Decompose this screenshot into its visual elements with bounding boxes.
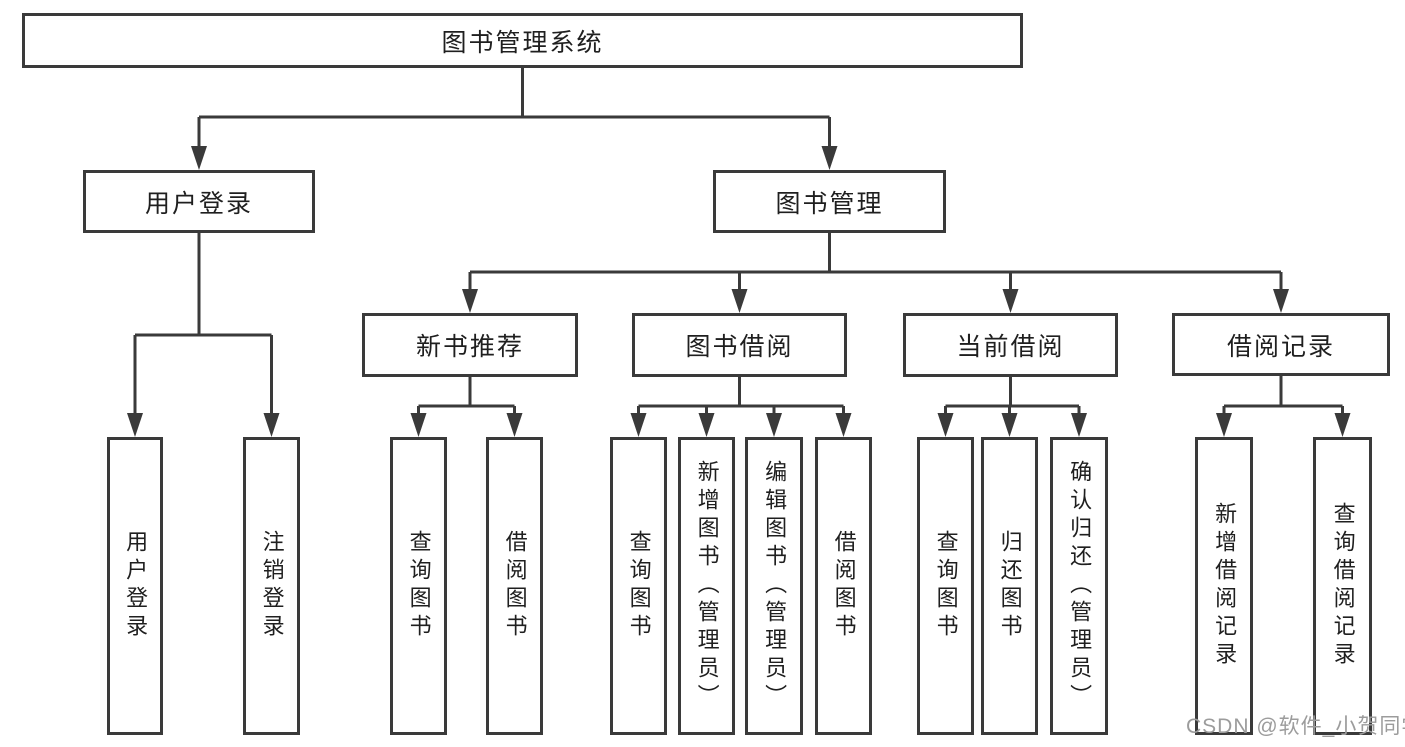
node-label: 图书管理	[775, 189, 884, 218]
node-label: 图书借阅	[685, 333, 794, 361]
node-label: 新书推荐	[415, 333, 524, 361]
node-label: 查询图书	[933, 530, 959, 642]
leaf-borrow-books-recommend: 借阅图书	[486, 437, 543, 735]
node-book-management: 图书管理	[713, 170, 946, 233]
node-label: 确认归还（管理员）	[1067, 460, 1093, 712]
leaf-edit-books-admin: 编辑图书（管理员）	[745, 437, 803, 735]
node-label: 图书管理系统	[441, 28, 604, 57]
node-borrowing-records: 借阅记录	[1172, 313, 1390, 376]
node-label: 查询图书	[626, 530, 652, 642]
node-root-library-management-system: 图书管理系统	[22, 13, 1023, 68]
leaf-query-books-current: 查询图书	[917, 437, 974, 735]
node-label: 借阅记录	[1226, 332, 1335, 361]
leaf-query-books-borrowing: 查询图书	[610, 437, 667, 735]
leaf-confirm-return-admin: 确认归还（管理员）	[1050, 437, 1108, 735]
node-label: 归还图书	[997, 530, 1023, 642]
leaf-borrow-books: 借阅图书	[815, 437, 872, 735]
leaf-return-books: 归还图书	[981, 437, 1038, 735]
node-label: 用户登录	[123, 530, 149, 642]
leaf-logout: 注销登录	[243, 437, 300, 735]
node-label: 查询借阅记录	[1330, 502, 1356, 670]
node-label: 借阅图书	[502, 530, 528, 642]
node-label: 当前借阅	[956, 333, 1065, 361]
leaf-query-books-recommend: 查询图书	[390, 437, 447, 735]
csdn-watermark: CSDN @软件_小贺同学	[1186, 715, 1405, 738]
node-user-login-branch: 用户登录	[83, 170, 315, 233]
arrowheads	[127, 146, 1351, 437]
node-new-book-recommendation: 新书推荐	[362, 313, 578, 377]
node-label: 编辑图书（管理员）	[762, 460, 788, 712]
node-book-borrowing: 图书借阅	[632, 313, 847, 377]
node-label: 查询图书	[406, 530, 432, 642]
node-label: 新增借阅记录	[1212, 502, 1238, 670]
leaf-add-books-admin: 新增图书（管理员）	[678, 437, 735, 735]
leaf-add-borrowing-record: 新增借阅记录	[1195, 437, 1253, 735]
node-label: 注销登录	[259, 530, 285, 642]
node-current-borrowing: 当前借阅	[903, 313, 1118, 377]
node-label: 新增图书（管理员）	[694, 460, 720, 712]
leaf-query-borrowing-record: 查询借阅记录	[1313, 437, 1372, 735]
node-label: 用户登录	[144, 189, 253, 218]
node-label: 借阅图书	[831, 530, 857, 642]
leaf-user-login: 用户登录	[107, 437, 163, 735]
connector-paths	[133, 68, 1344, 419]
